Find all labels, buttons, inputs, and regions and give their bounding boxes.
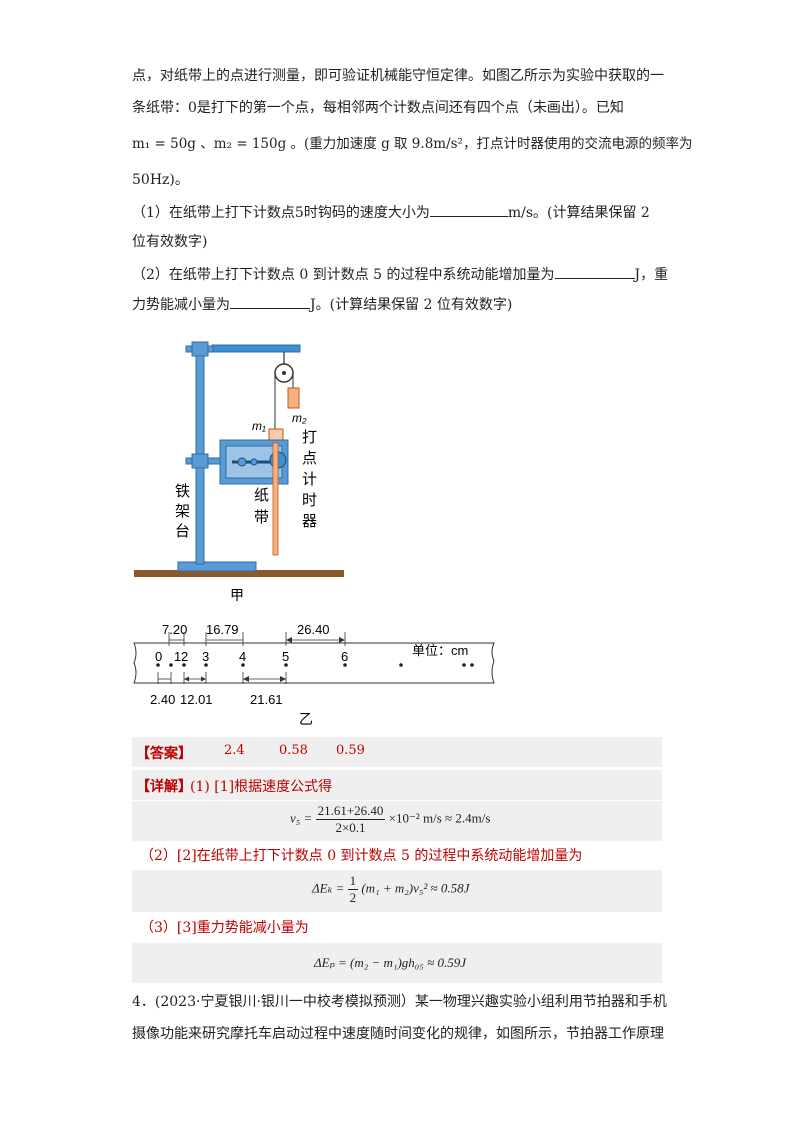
- ground: [134, 570, 344, 577]
- explain-step-2: （2）[2]在纸带上打下计数点 0 到计数点 5 的过程中系统动能增加量为: [140, 848, 583, 864]
- dot-7: [399, 663, 403, 667]
- explain-label: 【详解】: [136, 779, 192, 795]
- explain-step-1: (1) [1]根据速度公式得: [190, 779, 333, 795]
- answer-value-1: 2.4: [224, 743, 245, 758]
- intro-line-4: 50Hz)。: [132, 172, 189, 188]
- intro-line-3: m₁ = 50g 、m₂ = 150g 。(重力加速度 g 取 9.8m/s²，…: [132, 136, 693, 152]
- answer-box: 【答案】 2.4 0.58 0.59: [132, 737, 662, 767]
- label-qi: 器: [302, 513, 317, 530]
- label-dian: 点: [302, 450, 317, 467]
- unit-label: 单位：cm: [412, 643, 468, 658]
- tape-outline: [133, 642, 495, 684]
- dot-8: [462, 663, 466, 667]
- apparatus-figure: m₁ m₂ 铁 架 台 纸 带 打 点 计 时 器 甲: [134, 341, 344, 603]
- top-label-3: 26.40: [297, 622, 330, 637]
- tape-figure: 7.20 16.79 26.40 0 1 2 3 4 5 6 单位：cm 2.4…: [133, 622, 495, 727]
- formula-1-rhs: ×10⁻² m/s ≈ 2.4m/s: [388, 810, 491, 826]
- mass-m2: [287, 387, 300, 409]
- formula-1-lhs: v₅ =: [290, 810, 313, 826]
- top-label-1: 7.20: [162, 622, 187, 637]
- caption-yi: 乙: [299, 711, 313, 727]
- formula-2-lhs: ΔEₖ =: [312, 880, 345, 896]
- point-label-1: 1: [174, 649, 181, 664]
- label-zhi: 纸: [254, 487, 269, 504]
- dot-4: [241, 663, 245, 667]
- point-label-4: 4: [239, 649, 246, 664]
- dot-9: [470, 663, 474, 667]
- point-label-6: 6: [341, 649, 348, 664]
- label-ji: 计: [302, 471, 317, 488]
- dot-5: [284, 663, 288, 667]
- bottom-label-2: 12.01: [180, 692, 213, 707]
- question-2-unit: J，重: [634, 267, 669, 283]
- question-1-cont: 位有效数字): [132, 234, 208, 250]
- question-2-cont: 力势能减小量为 J。(计算结果保留 2 位有效数字): [132, 294, 512, 315]
- m1-label: m₁: [252, 419, 266, 433]
- question-2: （2）在纸带上打下计数点 0 到计数点 5 的过程中系统动能增加量为 J，重: [132, 264, 668, 285]
- point-label-3: 3: [202, 649, 209, 664]
- middle-clamp: [191, 453, 209, 469]
- point-label-5: 5: [282, 649, 289, 664]
- answer-label: 【答案】: [136, 746, 192, 762]
- dot-3: [204, 663, 208, 667]
- top-clamp: [191, 341, 209, 357]
- formula-1-num: 21.61+26.40: [315, 803, 386, 820]
- label-dai: 带: [254, 509, 269, 526]
- label-tai: 台: [175, 523, 190, 540]
- caption-jia: 甲: [230, 587, 244, 603]
- dot-0: [156, 663, 160, 667]
- question-1-unit: m/s。(计算结果保留 2: [507, 205, 650, 221]
- point-label-2: 2: [181, 649, 188, 664]
- top-label-2: 16.79: [206, 622, 239, 637]
- label-tie: 铁: [175, 483, 190, 500]
- question-1-text: （1）在纸带上打下计数点5时钩码的速度大小为: [132, 205, 430, 221]
- bottom-label-1: 2.40: [150, 692, 175, 707]
- intro-line-1: 点，对纸带上的点进行测量，即可验证机械能守恒定律。如图乙所示为实验中获取的一: [132, 68, 664, 84]
- bottom-label-3: 21.61: [250, 692, 283, 707]
- stand-arm: [211, 344, 301, 353]
- formula-1-den: 2×0.1: [335, 820, 366, 835]
- next-problem-line-2: 摄像功能来研究摩托车启动过程中速度随时间变化的规律，如图所示，节拍器工作原理: [132, 1026, 664, 1042]
- intro-line-2: 条纸带：0是打下的第一个点，每相邻两个计数点间还有四个点（未画出）。已知: [132, 100, 624, 116]
- label-shi: 时: [302, 492, 317, 509]
- explain-step-3: （3）[3]重力势能减小量为: [140, 920, 309, 936]
- formula-2-num: 1: [347, 873, 359, 890]
- formula-2-rhs: (m₁ + m₂)v₅² ≈ 0.58J: [361, 880, 470, 896]
- dot-2: [182, 663, 186, 667]
- question-2-text: （2）在纸带上打下计数点 0 到计数点 5 的过程中系统动能增加量为: [132, 267, 555, 283]
- answer-blank-3[interactable]: [230, 294, 310, 309]
- formula-2-den: 2: [349, 890, 357, 905]
- label-da: 打: [302, 429, 317, 446]
- label-jia: 架: [175, 503, 190, 520]
- answer-value-2: 0.58: [279, 743, 308, 758]
- question-1: （1）在纸带上打下计数点5时钩码的速度大小为 m/s。(计算结果保留 2: [132, 202, 650, 223]
- question-2-text-b: 力势能减小量为: [132, 297, 230, 313]
- point-label-0: 0: [155, 649, 162, 664]
- formula-3-row: ΔEₚ = (m₂ − m₁)gh₀₅ ≈ 0.59J: [132, 943, 662, 983]
- m2-label: m₂: [292, 411, 307, 425]
- explain-step-1-row: 【详解】 (1) [1]根据速度公式得: [132, 770, 662, 800]
- dot-1: [169, 663, 173, 667]
- next-problem-line-1: 4．(2023·宁夏银川·银川一中校考模拟预测）某一物理兴趣实验小组利用节拍器和…: [132, 994, 667, 1010]
- answer-value-3: 0.59: [336, 743, 365, 758]
- stand-base: [177, 561, 257, 572]
- question-2-tail: J。(计算结果保留 2 位有效数字): [310, 297, 513, 313]
- formula-3: ΔEₚ = (m₂ − m₁)gh₀₅ ≈ 0.59J: [314, 955, 466, 970]
- dot-6: [343, 663, 347, 667]
- paper-tape: [272, 442, 279, 556]
- answer-blank-1[interactable]: [429, 202, 508, 217]
- answer-blank-2[interactable]: [554, 264, 635, 279]
